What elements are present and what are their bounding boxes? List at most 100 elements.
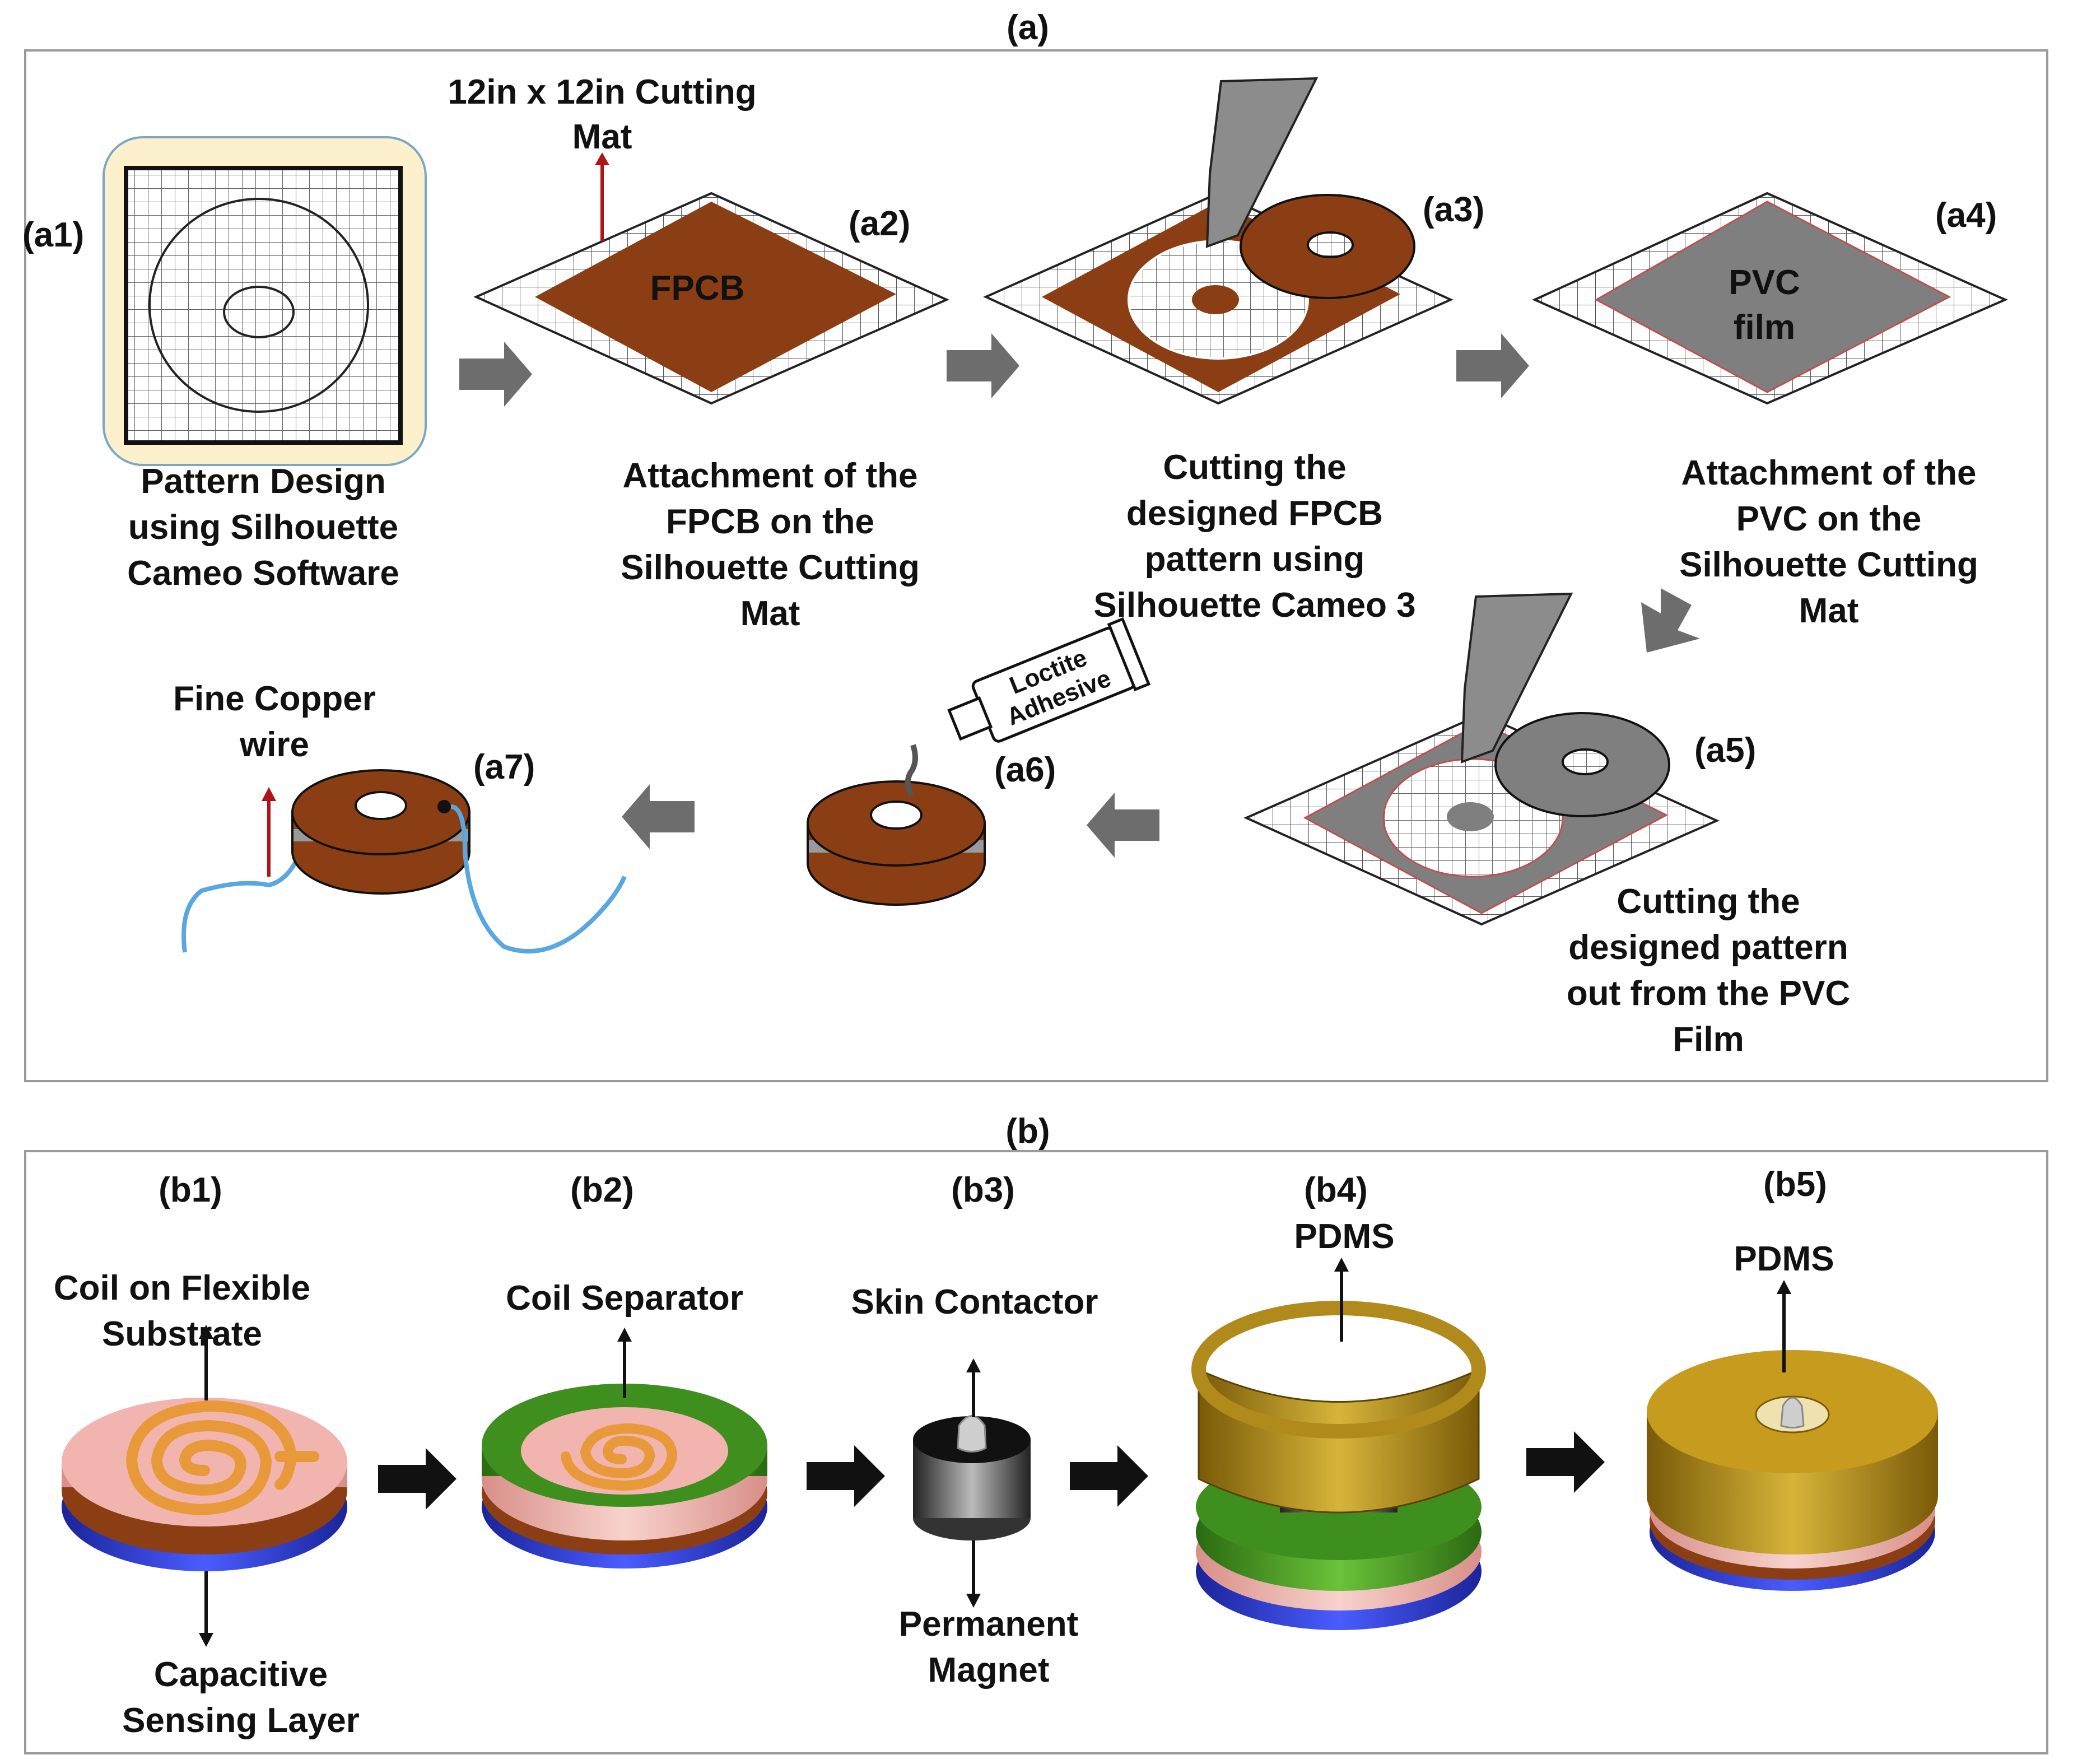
a1-tag: (a1) xyxy=(22,216,84,254)
b5-tag: (b5) xyxy=(1763,1165,1827,1204)
a7-tag: (a7) xyxy=(473,748,535,786)
b5-skin-contactor xyxy=(1780,1397,1805,1428)
b5-pdms-bottom-edge xyxy=(1647,1437,1938,1554)
a4-tag: (a4) xyxy=(1935,196,1997,235)
step-b3: (b3) Skin Contactor Permanent Magnet xyxy=(851,1171,1098,1689)
b1-tag: (b1) xyxy=(159,1171,222,1209)
a1-outer-circle xyxy=(148,198,369,413)
b-arrow-1 xyxy=(378,1448,456,1510)
a3-caption-1: Cutting the xyxy=(1163,448,1346,487)
b4-tag: (b4) xyxy=(1304,1171,1368,1209)
panel-a-title: (a) xyxy=(1007,8,1049,47)
b-arrow-2 xyxy=(807,1445,885,1507)
b2-top-label: Coil Separator xyxy=(506,1279,743,1318)
a4-caption-4: Mat xyxy=(1799,592,1859,630)
b2-tag: (b2) xyxy=(570,1171,634,1209)
a3-cutter-blade xyxy=(1205,77,1319,248)
b1-top-label-1: Coil on Flexible xyxy=(54,1269,310,1307)
a6-disc-hole xyxy=(870,800,923,830)
a7-wire-entry xyxy=(437,800,451,813)
a6-adhesive-tube: Loctite Adhesive xyxy=(947,617,1151,743)
b2-top-pointer-head xyxy=(617,1328,632,1342)
step-a6: Loctite Adhesive (a6) xyxy=(807,617,1151,906)
b5-top-label: PDMS xyxy=(1734,1240,1834,1278)
b3-bottom-label-1: Permanent xyxy=(899,1605,1078,1644)
a3-cut-hole xyxy=(1192,285,1239,314)
b1-bottom-label-1: Capacitive xyxy=(154,1655,328,1694)
a5-caption-4: Film xyxy=(1673,1020,1744,1059)
a7-disc-hole xyxy=(355,791,407,820)
b3-top-label: Skin Contactor xyxy=(851,1283,1098,1321)
process-arrow-6 xyxy=(622,784,695,849)
a5-caption-2: designed pattern xyxy=(1568,928,1848,967)
b1-top-pointer-head xyxy=(199,1325,213,1339)
a5-cutter-blade xyxy=(1460,592,1573,764)
a6-tag: (a6) xyxy=(994,751,1056,789)
a7-copper-wire-right xyxy=(450,804,627,954)
step-a1: (a1) Pattern Design using Silhouette Cam… xyxy=(22,136,427,593)
a4-pvc-label-2: film xyxy=(1734,308,1795,347)
b1-bottom-label-2: Sensing Layer xyxy=(122,1701,360,1740)
a2-caption-3: Silhouette Cutting xyxy=(621,548,920,587)
a1-inner-circle xyxy=(223,286,295,338)
b1-top-label-2: Substrate xyxy=(102,1315,262,1353)
b1-coil xyxy=(125,1400,319,1516)
b-arrow-4 xyxy=(1526,1431,1605,1493)
a5-cut-hole xyxy=(1447,802,1494,831)
b3-top-pointer-head xyxy=(966,1358,981,1372)
a5-tag: (a5) xyxy=(1694,731,1756,770)
a3-caption-3: pattern using xyxy=(1145,540,1365,579)
step-a2: FPCB (a2) 12in x 12in Cutting Mat Attach… xyxy=(448,73,949,633)
a5-caption-3: out from the PVC xyxy=(1567,974,1850,1013)
a4-pvc-sheet xyxy=(1594,201,1951,393)
a4-caption-3: Silhouette Cutting xyxy=(1679,546,1978,584)
process-arrow-1 xyxy=(459,342,532,407)
a4-pvc-label-1: PVC xyxy=(1729,263,1800,302)
a5-cut-disc-hole xyxy=(1562,748,1609,775)
step-a4: PVC film (a4) Attachment of the PVC on t… xyxy=(1532,192,2008,630)
b4-pdms-rim xyxy=(1191,1301,1486,1439)
a1-grid xyxy=(124,166,403,445)
a2-caption-1: Attachment of the xyxy=(623,457,918,495)
a2-mat-label-1: 12in x 12in Cutting xyxy=(448,73,756,111)
b3-skin-contactor xyxy=(957,1415,987,1453)
a1-caption-1: Pattern Design xyxy=(141,462,386,501)
a2-tag: (a2) xyxy=(849,204,910,243)
panel-b-title: (b) xyxy=(1005,1112,1050,1151)
panel-a-frame xyxy=(24,49,2048,1082)
b4-pdms-shell xyxy=(1198,1368,1480,1514)
b2-coil xyxy=(561,1423,678,1491)
a4-caption-2: PVC on the xyxy=(1736,500,1922,538)
step-b2: (b2) Coil Separator xyxy=(482,1171,767,1568)
a2-mat-pointer-head xyxy=(595,152,609,165)
step-a3: (a3) Cutting the designed FPCB pattern u… xyxy=(983,77,1484,625)
step-a5: (a5) Cutting the designed pattern out fr… xyxy=(1243,592,1850,1059)
b3-bottom-label-2: Magnet xyxy=(928,1651,1050,1689)
process-arrow-3 xyxy=(1456,333,1529,398)
a6-glue-drip xyxy=(905,744,918,797)
a7-wire-pointer-head xyxy=(262,787,276,801)
process-arrow-2 xyxy=(947,333,1019,398)
b3-tag: (b3) xyxy=(951,1171,1015,1209)
step-a7: Fine Copper wire (a7) xyxy=(173,679,627,954)
panel-b-frame xyxy=(24,1150,2048,1754)
a2-fpcb-sheet xyxy=(535,202,896,392)
b3-bottom-pointer-head xyxy=(966,1594,981,1608)
a3-cut-disc-hole xyxy=(1307,231,1354,258)
step-b5: (b5) PDMS xyxy=(1647,1165,1938,1591)
a4-caption-1: Attachment of the xyxy=(1681,454,1977,492)
a5-caption-1: Cutting the xyxy=(1617,882,1800,921)
a7-wire-label-1: Fine Copper xyxy=(173,679,376,718)
process-arrow-4 xyxy=(1641,588,1700,653)
a2-caption-2: FPCB on the xyxy=(666,502,874,541)
a7-copper-wire-left xyxy=(181,845,305,953)
process-arrow-5 xyxy=(1087,793,1159,858)
a3-caption-2: designed FPCB xyxy=(1126,494,1383,533)
b-arrow-3 xyxy=(1070,1445,1148,1507)
a2-caption-4: Mat xyxy=(740,594,800,633)
a1-caption-2: using Silhouette xyxy=(128,508,398,547)
a3-caption-4: Silhouette Cameo 3 xyxy=(1093,586,1415,625)
a2-fpcb-label: FPCB xyxy=(650,269,745,308)
b5-top-pointer-head xyxy=(1777,1280,1791,1294)
